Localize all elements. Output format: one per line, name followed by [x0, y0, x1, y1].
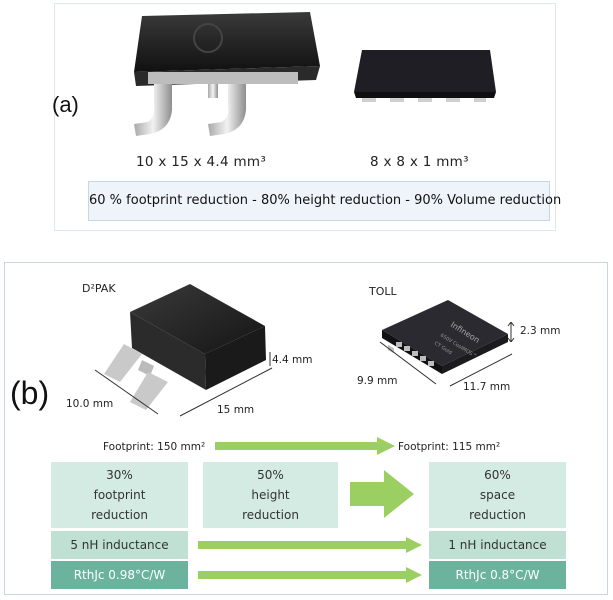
space-reduction-label: reduction — [469, 508, 526, 522]
toll-drawing: Infineon 650V CoolMOS™ CT Gold — [379, 300, 513, 387]
rth-left: RthJc 0.98°C/W — [51, 561, 188, 589]
height-reduction-percent: 50% — [257, 468, 284, 482]
height-reduction-label: reduction — [242, 508, 299, 522]
footprint-reduction-box: 30% footprint reduction — [51, 462, 188, 528]
d2pak-depth: 10.0 mm — [66, 398, 114, 410]
toll-width: 11.7 mm — [463, 381, 511, 393]
d2pak-height: 4.4 mm — [272, 354, 313, 366]
inductance-arrow — [198, 537, 422, 553]
space-reduction-percent: 60% — [484, 468, 511, 482]
toll-dimensions: 8 x 8 x 1 mm³ — [370, 154, 469, 170]
panel-b-label: (b) — [10, 375, 50, 411]
footprint-arrow — [215, 437, 395, 455]
inductance-right: 1 nH inductance — [429, 531, 566, 559]
rth-arrow — [198, 567, 422, 583]
footprint-reduction-word: footprint — [93, 488, 146, 502]
d2pak-photo — [134, 12, 320, 136]
rth-right: RthJc 0.8°C/W — [429, 561, 566, 589]
space-reduction-word: space — [479, 488, 516, 502]
footprint-right: Footprint: 115 mm² — [398, 441, 501, 453]
panel-a-label: (a) — [52, 92, 79, 117]
d2pak-width: 15 mm — [217, 404, 255, 416]
reduction-summary: 60 % footprint reduction - 80% height re… — [88, 181, 561, 221]
footprint-left: Footprint: 150 mm² — [103, 441, 206, 453]
space-reduction-box: 60% space reduction — [429, 462, 566, 528]
d2pak-drawing — [94, 284, 273, 417]
toll-depth: 9.9 mm — [357, 375, 398, 387]
inductance-left: 5 nH inductance — [51, 531, 188, 559]
height-reduction-word: height — [251, 488, 290, 502]
toll-photo — [354, 50, 496, 102]
big-arrow — [350, 470, 414, 518]
footprint-reduction-label: reduction — [91, 508, 148, 522]
toll-title: TOLL — [369, 285, 397, 298]
d2pak-title: D²PAK — [82, 282, 116, 295]
height-reduction-box: 50% height reduction — [203, 462, 338, 528]
d2pak-dimensions: 10 x 15 x 4.4 mm³ — [136, 154, 267, 170]
footprint-reduction-percent: 30% — [106, 468, 133, 482]
toll-height: 2.3 mm — [520, 325, 561, 337]
toll-height-tick — [507, 322, 515, 342]
